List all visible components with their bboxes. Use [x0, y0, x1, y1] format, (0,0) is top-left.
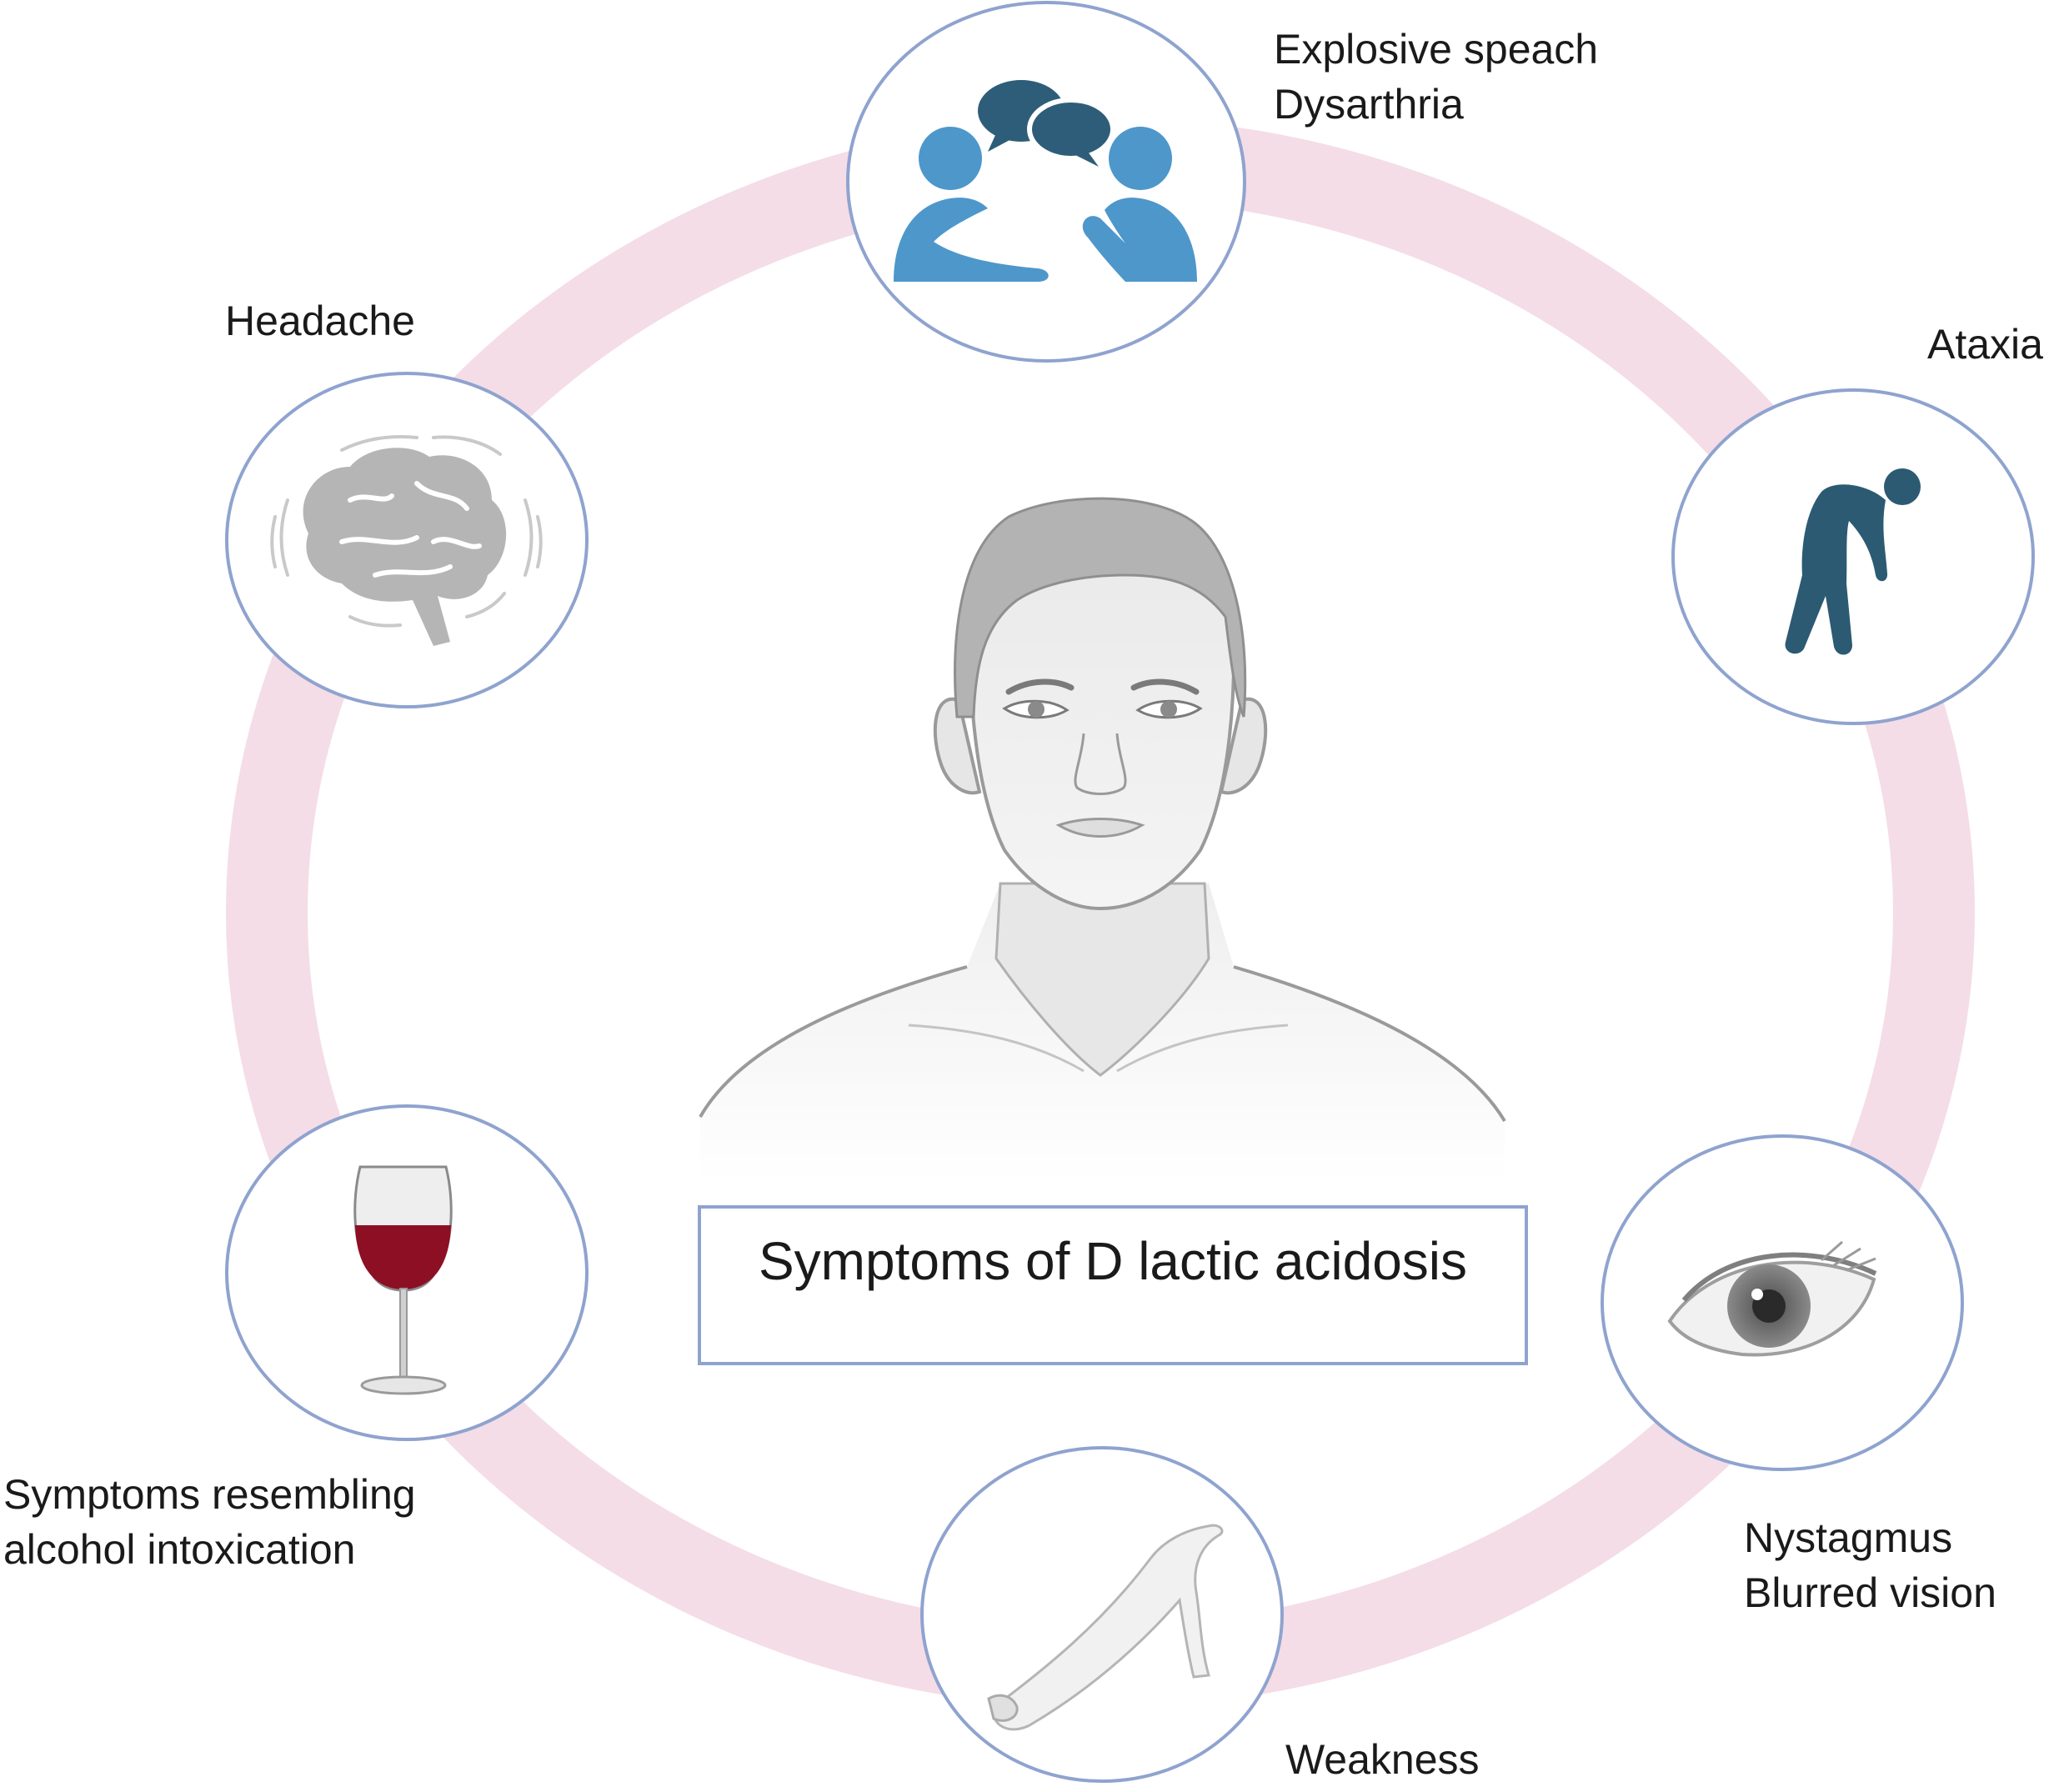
symptom-circle-headache	[225, 372, 589, 708]
brain-icon	[270, 434, 543, 646]
label-line: Nystagmus	[1744, 1514, 1953, 1561]
label-line: Headache	[225, 298, 415, 344]
label-weakness: Weakness	[1285, 1732, 1480, 1787]
person-illustration	[699, 497, 1506, 1184]
symptom-circle-eye	[1601, 1134, 1964, 1471]
label-line: alcohol intoxication	[3, 1526, 356, 1573]
label-alcohol: Symptoms resembling alcohol intoxication	[3, 1467, 416, 1577]
label-nystagmus: Nystagmus Blurred vision	[1744, 1510, 1996, 1620]
arm-icon	[987, 1524, 1224, 1731]
label-headache: Headache	[225, 293, 415, 348]
label-line: Explosive speach	[1274, 26, 1599, 73]
diagram-title: Symptoms of D lactic acidosis	[758, 1231, 1468, 1291]
title-box: Symptoms of D lactic acidosis	[698, 1205, 1528, 1365]
label-explosive-speech: Explosive speach Dysarthria	[1274, 22, 1598, 132]
label-line: Dysarthria	[1274, 81, 1464, 128]
symptom-circle-alcohol	[225, 1104, 589, 1441]
symptom-circle-speech	[846, 1, 1246, 363]
label-line: Weakness	[1285, 1736, 1480, 1783]
label-line: Symptoms resembling	[3, 1471, 416, 1518]
wine-glass-icon	[353, 1165, 453, 1395]
label-line: Blurred vision	[1744, 1569, 1996, 1616]
ataxia-figure-icon	[1785, 468, 1921, 655]
speech-bubbles-people-icon	[894, 80, 1197, 282]
label-ataxia: Ataxia	[1927, 317, 2043, 372]
eye-icon	[1667, 1240, 1877, 1357]
symptom-circle-ataxia	[1671, 388, 2035, 725]
label-line: Ataxia	[1927, 321, 2043, 368]
symptom-circle-weakness	[920, 1446, 1284, 1783]
